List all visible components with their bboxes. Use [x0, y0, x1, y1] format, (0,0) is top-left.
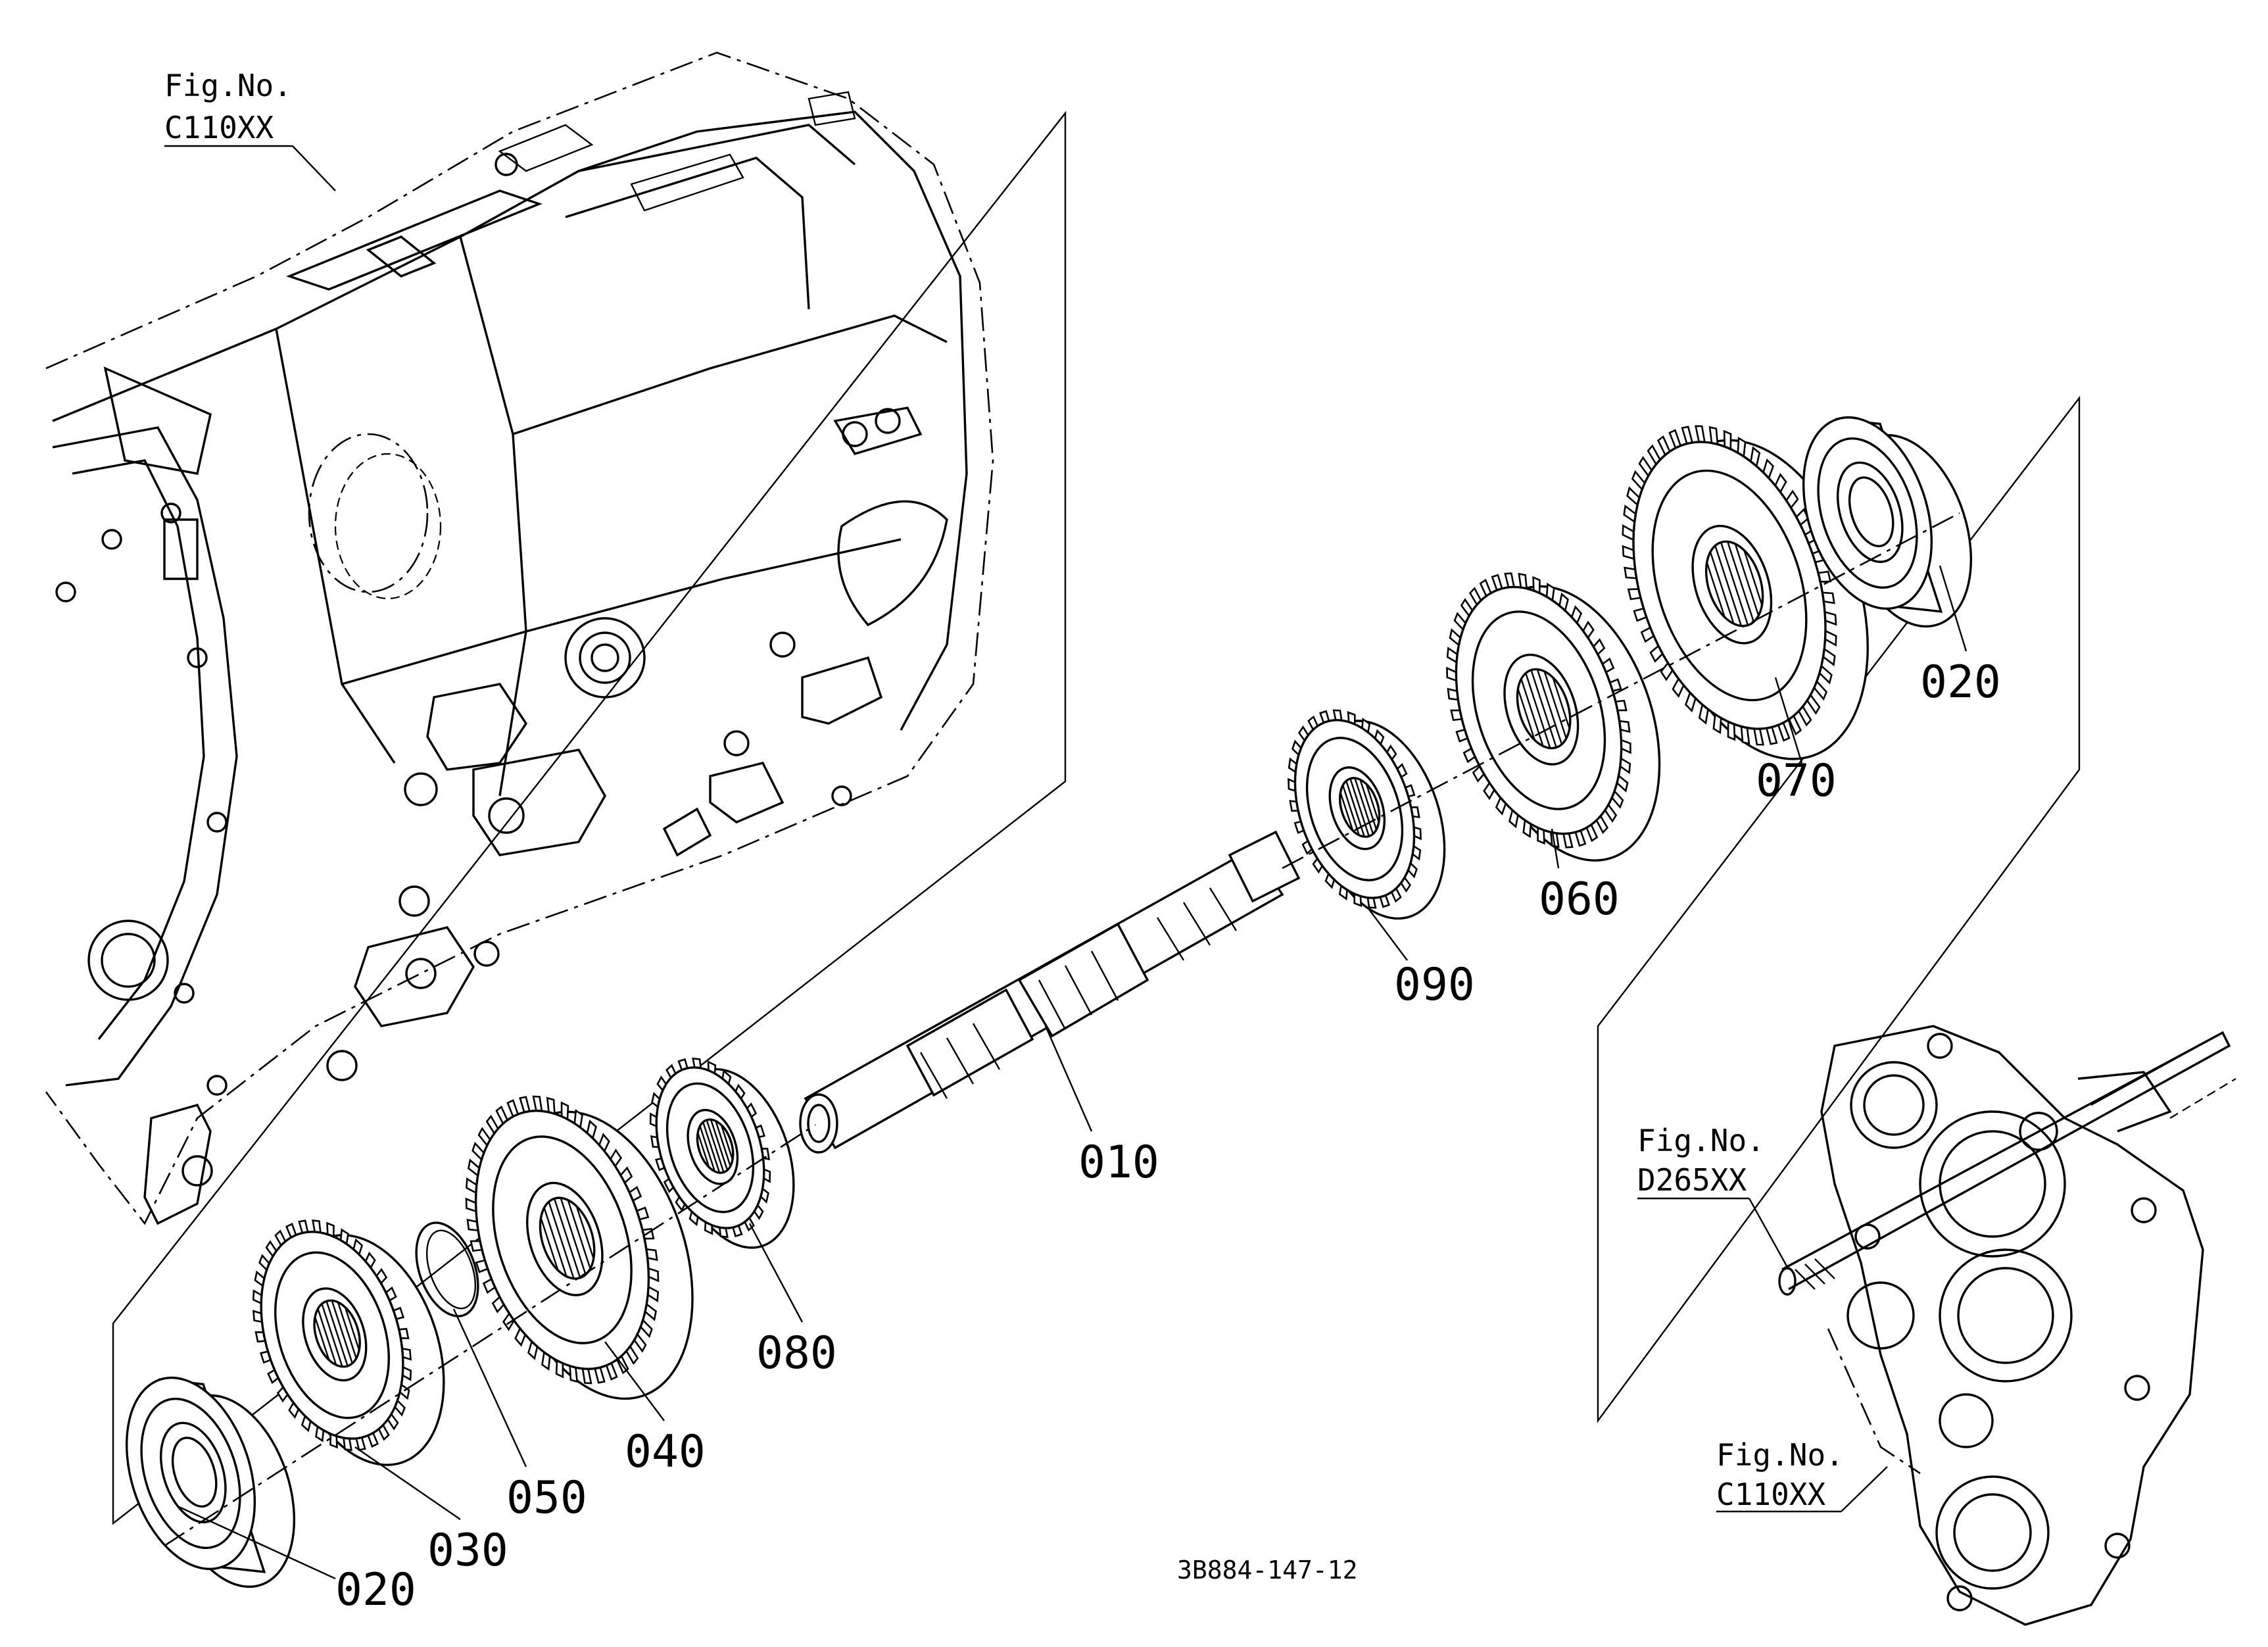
- leader-lines: [164, 145, 1967, 1580]
- callout-090: 090: [1394, 959, 1475, 1011]
- svg-text:Fig.No.: Fig.No.: [164, 68, 292, 103]
- inset-assembly-frame: [1597, 395, 2081, 1423]
- gear-090: [1288, 709, 1446, 920]
- assembly-axis: [164, 512, 1960, 1547]
- bearing-020-rear: [1802, 416, 1973, 628]
- callout-020-front: 020: [335, 1564, 416, 1616]
- main-assembly-frame: [112, 111, 1067, 1525]
- svg-text:C110XX: C110XX: [164, 110, 274, 145]
- inset-case-outline: [1820, 1025, 2204, 1626]
- retaining-ring-050: [415, 1221, 479, 1317]
- gear-080: [649, 1057, 795, 1249]
- callout-060: 060: [1539, 873, 1620, 925]
- gear-030: [252, 1219, 445, 1466]
- svg-text:C110XX: C110XX: [1716, 1477, 1825, 1512]
- figure-ref-main-case: Fig.No. C110XX: [164, 68, 292, 145]
- figure-ref-inset-case: Fig.No. C110XX: [1716, 1437, 1844, 1512]
- figure-ref-inset-shaft: Fig.No. D265XX: [1637, 1123, 1765, 1198]
- callout-040: 040: [625, 1426, 706, 1478]
- svg-text:Fig.No.: Fig.No.: [1716, 1437, 1844, 1473]
- callout-080: 080: [756, 1327, 837, 1379]
- callout-070: 070: [1756, 755, 1837, 807]
- callout-050: 050: [506, 1472, 587, 1524]
- transmission-case-outline: [45, 51, 994, 1225]
- callout-010: 010: [1078, 1137, 1159, 1189]
- inset-shaft: [1778, 1031, 2236, 1296]
- gear-layer: [125, 416, 1973, 1588]
- main-shaft-010: [799, 830, 1301, 1154]
- callout-020-rear: 020: [1920, 656, 2001, 708]
- callout-030: 030: [427, 1525, 508, 1577]
- svg-text:Fig.No.: Fig.No.: [1637, 1123, 1765, 1158]
- svg-text:D265XX: D265XX: [1637, 1162, 1747, 1198]
- bearing-020-front: [125, 1376, 296, 1588]
- gear-060: [1446, 572, 1661, 862]
- gear-040: [465, 1095, 694, 1400]
- diagram-code: 3B884-147-12: [1177, 1556, 1358, 1585]
